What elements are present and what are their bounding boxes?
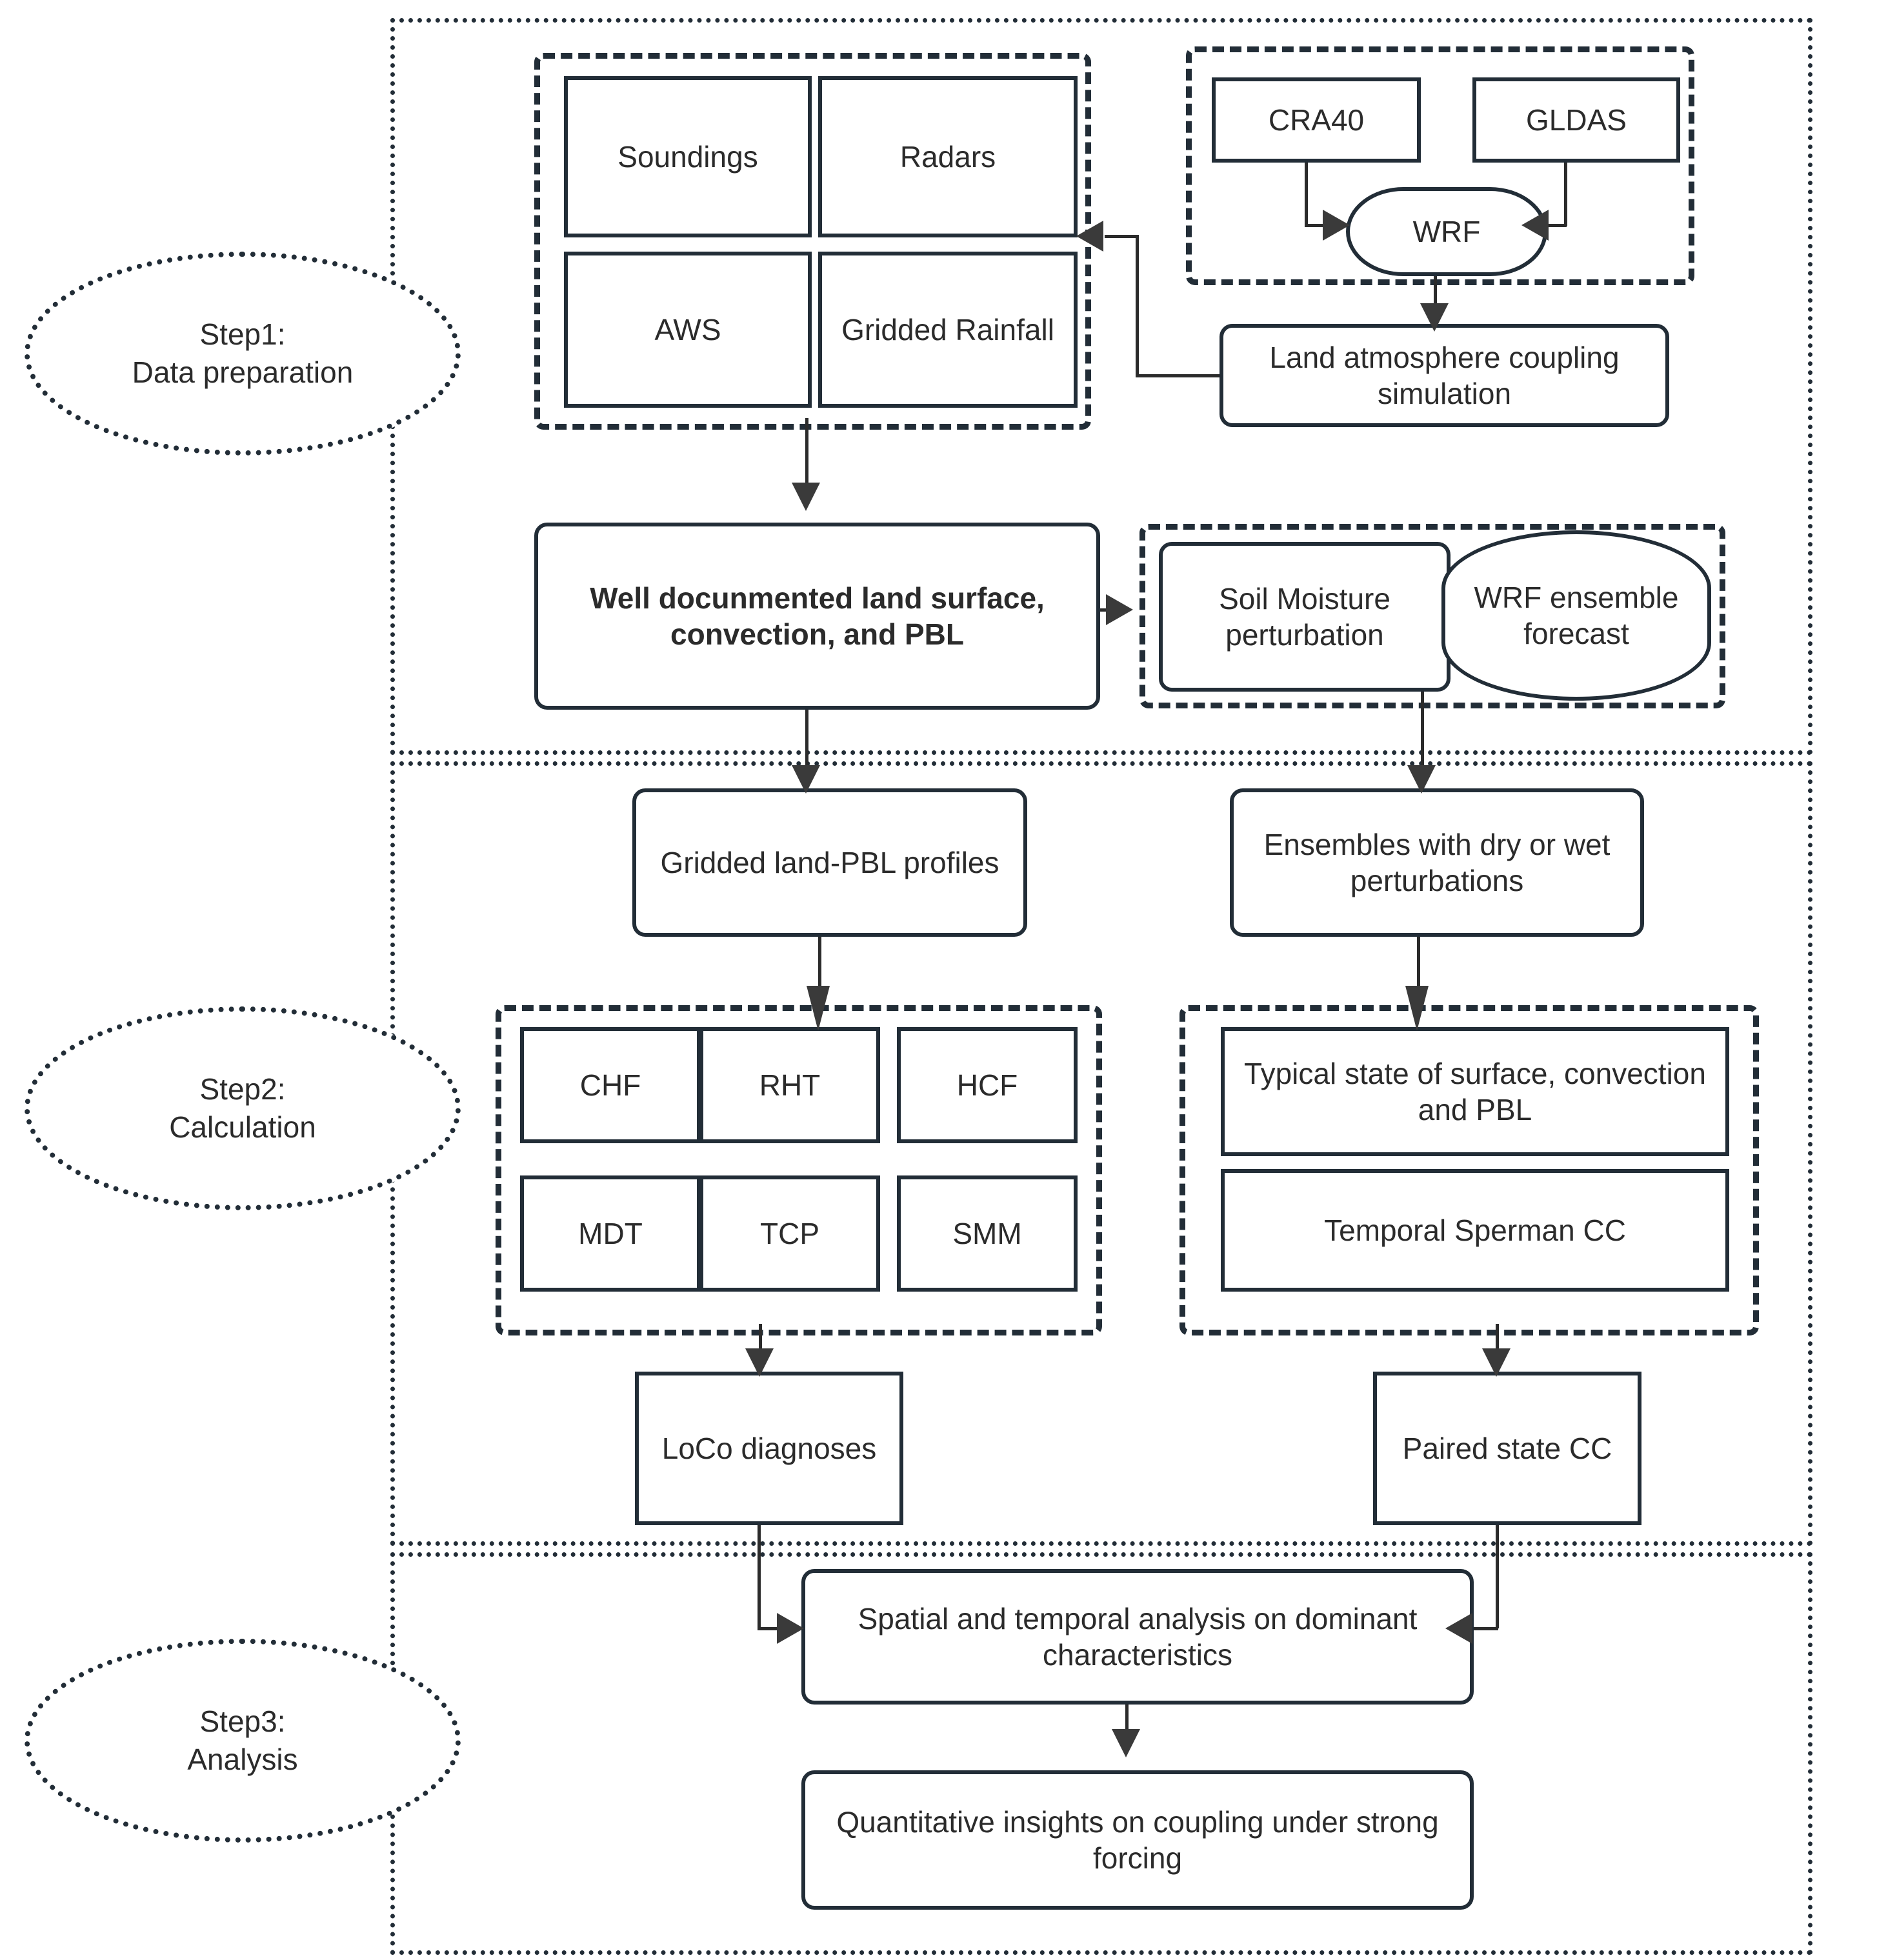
node-paired-state-cc[interactable]: Paired state CC xyxy=(1373,1372,1641,1525)
edge-wrf-coupling-vertical xyxy=(1434,263,1437,315)
edge-obs-welldoc-arrowhead xyxy=(792,483,820,511)
node-hcf-label: HCF xyxy=(956,1068,1018,1102)
edge-coupling-obs-horizontal-top xyxy=(1105,235,1138,238)
edge-gldas-wrf-vertical xyxy=(1564,150,1567,226)
node-soil-moisture-perturbation[interactable]: Soil Moisture perturbation xyxy=(1159,542,1450,692)
node-mdt-label: MDT xyxy=(578,1216,643,1250)
edge-welldoc-gridded-vertical xyxy=(805,697,808,781)
edge-cra40-wrf-arrowhead xyxy=(1323,210,1350,241)
edge-wrf-coupling-arrowhead xyxy=(1420,303,1449,332)
node-hcf[interactable]: HCF xyxy=(897,1027,1078,1143)
edge-paired-analysis-horizontal xyxy=(1472,1627,1498,1630)
metrics-dashed-group xyxy=(496,1005,1102,1335)
node-soil-moisture-perturbation-label: Soil Moisture perturbation xyxy=(1219,581,1390,652)
node-gldas-label: GLDAS xyxy=(1526,103,1627,137)
step3-label: Step3: Analysis xyxy=(25,1639,461,1843)
node-cra40-label: CRA40 xyxy=(1268,103,1365,137)
node-gridded-land-pbl-profiles-label: Gridded land-PBL profiles xyxy=(660,845,999,879)
edge-coupling-obs-vertical xyxy=(1136,235,1139,377)
node-soundings-label: Soundings xyxy=(617,139,758,174)
node-tcp-label: TCP xyxy=(760,1216,819,1250)
node-spatial-temporal-analysis-label: Spatial and temporal analysis on dominan… xyxy=(858,1601,1418,1672)
step2-label-line2: Calculation xyxy=(169,1110,316,1144)
node-temporal-sperman-cc-label: Temporal Sperman CC xyxy=(1324,1213,1626,1247)
node-cra40[interactable]: CRA40 xyxy=(1212,77,1421,163)
state-dashed-group xyxy=(1179,1005,1759,1335)
node-soundings[interactable]: Soundings xyxy=(564,76,812,237)
node-chf-label: CHF xyxy=(579,1068,641,1102)
step2-label: Step2: Calculation xyxy=(25,1006,461,1210)
node-well-documented-label: Well docunmented land surface, convectio… xyxy=(590,581,1045,651)
edge-ensembles-state-vertical xyxy=(1417,924,1420,1001)
edge-metrics-loco-vertical xyxy=(759,1324,762,1365)
node-coupling-simulation-label: Land atmosphere coupling simulation xyxy=(1269,340,1620,410)
node-ensembles-perturbations[interactable]: Ensembles with dry or wet perturbations xyxy=(1230,788,1644,937)
edge-analysis-conclusion-arrowhead xyxy=(1112,1729,1140,1757)
node-ensembles-perturbations-label: Ensembles with dry or wet perturbations xyxy=(1263,827,1611,897)
node-gridded-land-pbl-profiles[interactable]: Gridded land-PBL profiles xyxy=(632,788,1027,937)
node-rht-label: RHT xyxy=(759,1068,821,1102)
node-coupling-simulation[interactable]: Land atmosphere coupling simulation xyxy=(1220,324,1669,427)
node-spatial-temporal-analysis[interactable]: Spatial and temporal analysis on dominan… xyxy=(801,1569,1474,1705)
node-wrf-ensemble-forecast-label: WRF ensemble forecast xyxy=(1474,580,1679,650)
node-smm-label: SMM xyxy=(952,1216,1022,1250)
node-well-documented[interactable]: Well docunmented land surface, convectio… xyxy=(534,523,1100,710)
edge-loco-analysis-arrowhead xyxy=(777,1613,804,1644)
node-tcp[interactable]: TCP xyxy=(699,1175,880,1292)
edge-ensembles-state-arrowhead xyxy=(1405,986,1429,1031)
step3-label-line1: Step3: xyxy=(199,1705,286,1739)
edge-ensemble-ensembles-vertical xyxy=(1421,688,1424,781)
node-smm[interactable]: SMM xyxy=(897,1175,1078,1292)
node-gldas[interactable]: GLDAS xyxy=(1472,77,1680,163)
step3-label-line2: Analysis xyxy=(187,1743,298,1776)
edge-state-paired-arrowhead xyxy=(1482,1348,1511,1377)
node-gridded-rainfall-label: Gridded Rainfall xyxy=(841,312,1054,346)
edge-cra40-wrf-vertical xyxy=(1305,150,1308,226)
edge-welldoc-gridded-arrowhead xyxy=(792,765,820,794)
node-chf[interactable]: CHF xyxy=(520,1027,701,1143)
edge-gridded-metrics-vertical xyxy=(818,924,821,1001)
node-mdt[interactable]: MDT xyxy=(520,1175,701,1292)
node-quantitative-insights[interactable]: Quantitative insights on coupling under … xyxy=(801,1770,1474,1910)
node-temporal-sperman-cc[interactable]: Temporal Sperman CC xyxy=(1221,1169,1729,1292)
edge-paired-analysis-arrowhead xyxy=(1445,1613,1472,1644)
step2-label-line1: Step2: xyxy=(199,1072,286,1106)
node-wrf[interactable]: WRF xyxy=(1346,187,1547,276)
edge-obs-welldoc-vertical xyxy=(805,418,808,495)
node-rht[interactable]: RHT xyxy=(699,1027,880,1143)
step1-label-line1: Step1: xyxy=(199,317,286,352)
edge-metrics-loco-arrowhead xyxy=(745,1348,774,1377)
perturbation-dashed-group xyxy=(1139,524,1725,708)
node-aws[interactable]: AWS xyxy=(564,252,812,408)
step1-label-line2: Data preparation xyxy=(132,355,354,389)
step1-label: Step1: Data preparation xyxy=(25,252,461,455)
node-paired-state-cc-label: Paired state CC xyxy=(1402,1431,1612,1465)
edge-paired-analysis-vertical xyxy=(1496,1512,1499,1628)
node-typical-state-label: Typical state of surface, convection and… xyxy=(1244,1056,1706,1126)
edge-gridded-metrics-arrowhead xyxy=(807,986,830,1031)
edge-cra40-wrf-horizontal xyxy=(1305,224,1327,227)
edge-welldoc-perturb-arrowhead xyxy=(1106,594,1133,625)
model-inputs-dashed-group xyxy=(1186,46,1694,285)
node-quantitative-insights-label: Quantitative insights on coupling under … xyxy=(836,1805,1439,1875)
edge-analysis-conclusion-vertical xyxy=(1125,1692,1129,1746)
edge-coupling-obs-arrowhead xyxy=(1076,221,1103,252)
node-wrf-label: WRF xyxy=(1412,214,1481,248)
node-loco-diagnoses-label: LoCo diagnoses xyxy=(661,1431,877,1465)
node-loco-diagnoses[interactable]: LoCo diagnoses xyxy=(635,1372,903,1525)
node-radars-label: Radars xyxy=(899,139,996,174)
edge-coupling-obs-horizontal-bottom xyxy=(1136,374,1222,377)
edge-gldas-wrf-arrowhead xyxy=(1521,210,1549,241)
node-radars[interactable]: Radars xyxy=(818,76,1078,237)
edge-loco-analysis-vertical xyxy=(758,1512,761,1628)
edge-state-paired-vertical xyxy=(1496,1324,1499,1365)
node-aws-label: AWS xyxy=(654,312,721,346)
edge-loco-analysis-horizontal xyxy=(758,1627,781,1630)
edge-ensemble-ensembles-arrowhead xyxy=(1407,765,1436,794)
node-wrf-ensemble-forecast[interactable]: WRF ensemble forecast xyxy=(1441,530,1711,701)
node-typical-state[interactable]: Typical state of surface, convection and… xyxy=(1221,1027,1729,1156)
edge-gldas-wrf-horizontal xyxy=(1546,224,1567,227)
node-gridded-rainfall[interactable]: Gridded Rainfall xyxy=(818,252,1078,408)
